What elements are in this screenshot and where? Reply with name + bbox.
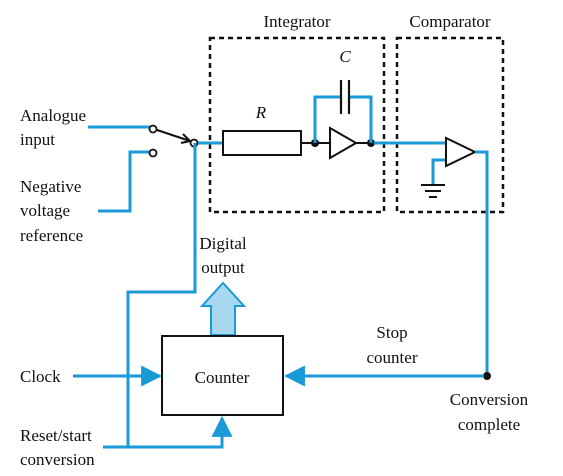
negative-ref-label-line1: Negative: [20, 177, 81, 196]
reset-start-label-line1: Reset/start: [20, 426, 92, 445]
negative-ref-label-line2: voltage: [20, 201, 70, 220]
capacitor: [339, 80, 351, 114]
clock-label: Clock: [20, 367, 61, 386]
reset-to-switch-control-wire: [126, 143, 197, 447]
negative-ref-wire: [98, 150, 150, 213]
conversion-complete-node: [483, 372, 491, 380]
switch-contact-analogue: [148, 124, 158, 134]
comparator-ground-wire: [431, 158, 446, 184]
negative-ref-label-line3: reference: [20, 226, 83, 245]
resistor: [222, 130, 302, 156]
analogue-input-label-line1: Analogue: [20, 106, 86, 125]
reset-start-label-line2: conversion: [20, 450, 95, 469]
capacitor-feedback-left: [313, 95, 340, 143]
comparator-opamp: [445, 136, 478, 168]
capacitor-feedback-right: [350, 95, 373, 143]
switch-contact-reference: [148, 148, 158, 158]
comparator-output-wire: [475, 150, 489, 376]
switch-blade-tip: [180, 133, 192, 144]
analogue-input-label-line2: input: [20, 130, 55, 149]
ground-symbol: [421, 184, 445, 198]
integrator-box: [208, 36, 386, 214]
reset-start-wire: [103, 415, 233, 449]
conversion-complete-label-line2: complete: [458, 415, 520, 434]
counter-block: [161, 335, 284, 416]
counter-label: Counter: [195, 368, 250, 387]
integrator-opamp: [329, 126, 359, 160]
stop-counter-label-line2: counter: [367, 348, 418, 367]
resistor-label: R: [255, 103, 267, 122]
switch-blade: [156, 129, 191, 142]
stop-counter-label-line1: Stop: [376, 323, 407, 342]
capacitor-label: C: [339, 47, 351, 66]
digital-output-label-line1: Digital: [199, 234, 246, 253]
digital-output-label-line2: output: [201, 258, 245, 277]
comparator-box: [395, 36, 505, 214]
comparator-title: Comparator: [409, 12, 491, 31]
integrator-title: Integrator: [263, 12, 330, 31]
digital-output-arrow: [199, 281, 247, 336]
conversion-complete-label-line1: Conversion: [450, 390, 529, 409]
